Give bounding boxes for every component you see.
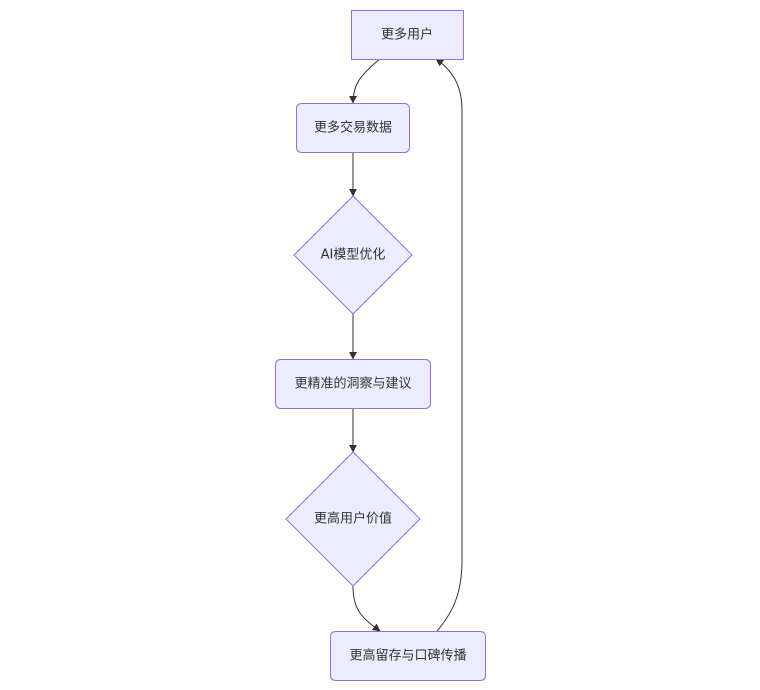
node-F-shape (330, 631, 486, 681)
edge-E-F (352, 585, 381, 632)
edge-F-A (435, 58, 463, 632)
node-F[interactable]: 更高留存与口碑传播 (330, 631, 486, 681)
node-C-shape (293, 195, 413, 315)
edges (349, 58, 463, 632)
node-C-label: AI模型优化 (321, 248, 386, 263)
node-B-shape (296, 103, 410, 153)
node-A[interactable]: 更多用户 (351, 10, 464, 60)
node-B-label: 更多交易数据 (314, 120, 392, 136)
node-E[interactable]: 更高用户价值 (285, 451, 421, 587)
node-D-label: 更精准的洞察与建议 (294, 376, 411, 392)
node-A-shape (351, 10, 464, 60)
node-F-label: 更高留存与口碑传播 (349, 648, 466, 664)
edge-A-B (349, 58, 381, 104)
node-E-shape (285, 451, 421, 587)
node-B[interactable]: 更多交易数据 (296, 103, 410, 153)
node-C[interactable]: AI模型优化 (293, 195, 413, 315)
node-E-label: 更高用户价值 (314, 511, 392, 527)
node-D-shape (275, 359, 431, 409)
node-A-label: 更多用户 (381, 27, 433, 43)
node-D[interactable]: 更精准的洞察与建议 (275, 359, 431, 409)
